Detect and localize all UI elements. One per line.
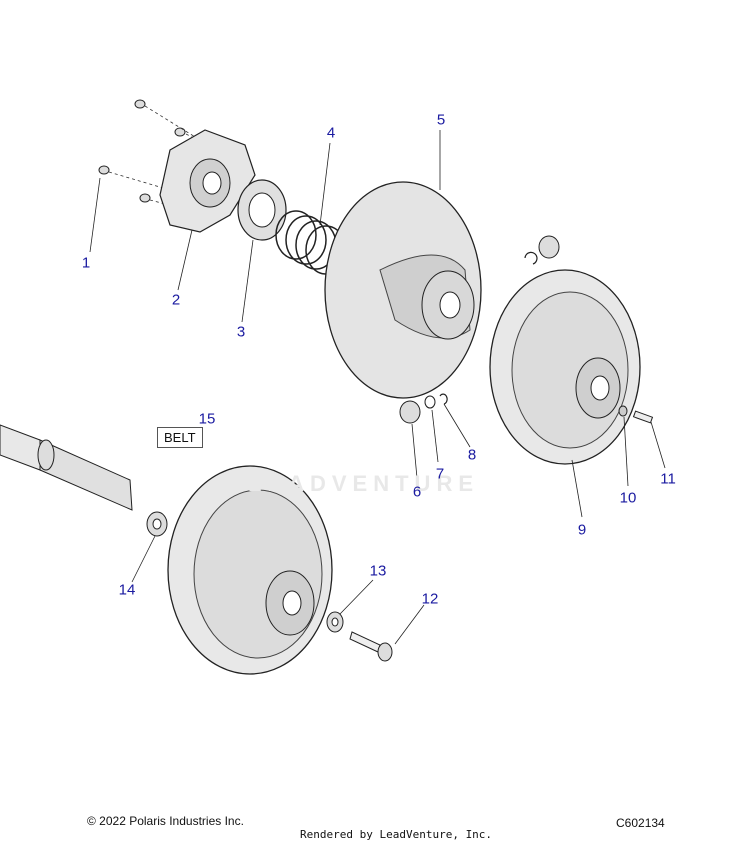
part-12-bolt — [349, 631, 393, 662]
callout-8: 8 — [467, 446, 477, 464]
part-13-washer — [326, 611, 344, 633]
callout-9: 9 — [577, 521, 587, 539]
shaft — [0, 424, 133, 511]
lower-fan-sheave — [167, 465, 333, 675]
callout-1: 1 — [81, 254, 91, 272]
callout-3: 3 — [236, 323, 246, 341]
part-6-roller — [399, 400, 421, 424]
upper-roller-parts — [524, 235, 560, 265]
part-8-clip — [439, 393, 448, 405]
callout-11: 11 — [660, 470, 676, 488]
part-10-nut — [618, 405, 628, 417]
watermark-text: LEADVENTURE — [248, 471, 480, 496]
callout-6: 6 — [412, 483, 422, 501]
part-5-sheave — [324, 181, 482, 399]
footer-diagram-code: C602134 — [616, 816, 665, 830]
leader-lines — [89, 130, 666, 645]
part-9-fan-sheave — [489, 269, 641, 465]
part-1-bolts — [98, 99, 186, 203]
part-14-washer — [146, 511, 168, 537]
callout-2: 2 — [171, 291, 181, 309]
part-7-washer — [424, 395, 436, 409]
callout-12: 12 — [421, 590, 439, 608]
callout-10: 10 — [619, 489, 637, 507]
part-2-cover-plate — [159, 129, 256, 233]
callout-15: 15 — [198, 410, 216, 428]
callout-13: 13 — [369, 562, 387, 580]
footer-rendered-by: Rendered by LeadVenture, Inc. — [300, 828, 493, 841]
part-11-pin — [632, 410, 654, 424]
callout-4: 4 — [326, 124, 336, 142]
callout-5: 5 — [436, 111, 446, 129]
belt-label: BELT — [157, 427, 203, 448]
part-3-bearing — [237, 179, 287, 241]
callout-7: 7 — [435, 465, 445, 483]
callout-14: 14 — [118, 581, 136, 599]
footer-copyright: © 2022 Polaris Industries Inc. — [87, 814, 244, 828]
